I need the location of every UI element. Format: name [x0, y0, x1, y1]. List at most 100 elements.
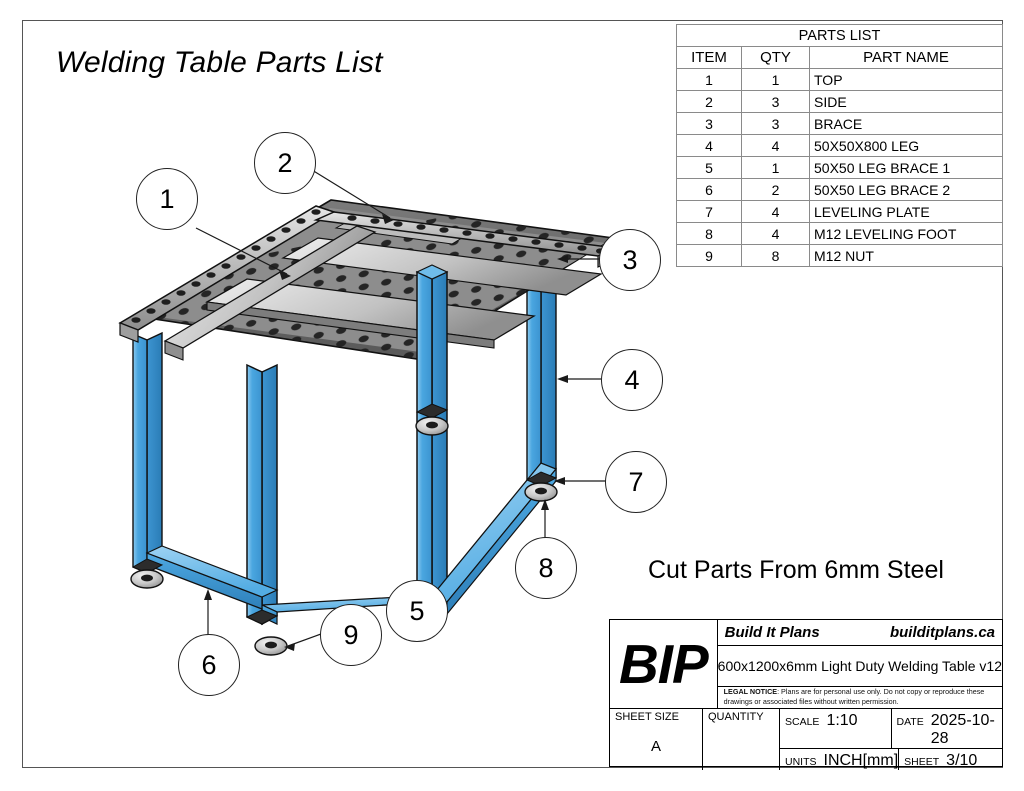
balloon-label: 9 [343, 619, 359, 650]
units-label: UNITS [785, 755, 817, 768]
company-name: Build It Plans [724, 624, 820, 641]
units-cell: UNITS INCH[mm] [780, 749, 898, 770]
legal-notice-label: LEGAL NOTICE [723, 687, 778, 696]
parts-list-title: PARTS LIST [676, 24, 1003, 47]
brand-row: Build It Plans builditplans.ca [717, 620, 1002, 646]
date-value: 2025-10-28 [930, 711, 995, 747]
parts-list-header-row: ITEM QTY PART NAME [676, 46, 1003, 69]
quantity-label: QUANTITY [708, 710, 764, 723]
cell-part-name: LEVELING PLATE [809, 200, 1003, 223]
drawing-description: 600x1200x6mm Light Duty Welding Table v1… [717, 646, 1002, 687]
leader-arrowheads [204, 214, 568, 651]
title-block-upper: BIP Build It Plans builditplans.ca 600x1… [610, 620, 1002, 709]
balloon-6[interactable]: 6 [178, 634, 240, 696]
scale-label: SCALE [785, 715, 820, 728]
cell-part-name: M12 NUT [809, 244, 1003, 267]
title-block: BIP Build It Plans builditplans.ca 600x1… [609, 619, 1003, 770]
logo-text: BIP [618, 632, 709, 695]
material-note: Cut Parts From 6mm Steel [648, 556, 944, 584]
title-block-right: Build It Plans builditplans.ca 600x1200x… [717, 620, 1002, 708]
cell-qty: 3 [741, 90, 810, 113]
sheet-value: 3/10 [946, 751, 978, 769]
legal-notice: LEGAL NOTICE: Plans are for personal use… [718, 687, 1002, 708]
cell-item: 2 [676, 90, 742, 113]
parts-list-table: PARTS LIST ITEM QTY PART NAME 1 1 TOP 2 … [676, 24, 1003, 267]
table-row: 4 4 50X50X800 LEG [676, 134, 1003, 157]
cell-part-name: BRACE [809, 112, 1003, 135]
cell-part-name: TOP [809, 68, 1003, 91]
cell-qty: 8 [741, 244, 810, 267]
table-row: 8 4 M12 LEVELING FOOT [676, 222, 1003, 245]
cell-part-name: 50X50 LEG BRACE 1 [809, 156, 1003, 179]
balloon-1[interactable]: 1 [136, 168, 198, 230]
quantity-value [703, 723, 779, 770]
cell-part-name: 50X50 LEG BRACE 2 [809, 178, 1003, 201]
cell-item: 9 [676, 244, 742, 267]
sheet-size-value: A [650, 737, 661, 755]
website-url[interactable]: builditplans.ca [889, 624, 995, 641]
parts-list-title-row: PARTS LIST [676, 24, 1003, 47]
table-row: 7 4 LEVELING PLATE [676, 200, 1003, 223]
scale-date-row: SCALE 1:10 DATE 2025-10-28 [780, 708, 1003, 749]
scale-value: 1:10 [826, 711, 858, 729]
cell-item: 6 [676, 178, 742, 201]
table-row: 1 1 TOP [676, 68, 1003, 91]
table-row: 3 3 BRACE [676, 112, 1003, 135]
table-row: 2 3 SIDE [676, 90, 1003, 113]
balloon-label: 6 [201, 649, 217, 680]
date-cell: DATE 2025-10-28 [890, 708, 1003, 748]
balloon-3[interactable]: 3 [599, 229, 661, 291]
balloon-2[interactable]: 2 [254, 132, 316, 194]
column-header-part-name: PART NAME [809, 46, 1003, 69]
leveling-feet [130, 403, 558, 656]
balloon-7[interactable]: 7 [605, 451, 667, 513]
table-row: 9 8 M12 NUT [676, 244, 1003, 267]
balloon-5[interactable]: 5 [386, 580, 448, 642]
units-sheet-row: UNITS INCH[mm] SHEET 3/10 [780, 748, 1002, 770]
page-title: Welding Table Parts List [56, 46, 383, 79]
leveling-foot [415, 403, 449, 436]
leveling-foot [524, 471, 558, 502]
date-label: DATE [896, 715, 924, 728]
cell-part-name: M12 LEVELING FOOT [809, 222, 1003, 245]
table-row: 5 1 50X50 LEG BRACE 1 [676, 156, 1003, 179]
cell-qty: 4 [741, 200, 810, 223]
cell-item: 3 [676, 112, 742, 135]
balloon-label: 1 [159, 183, 175, 214]
cell-qty: 4 [741, 134, 810, 157]
leveling-foot [245, 609, 288, 656]
title-block-lower: SHEET SIZE A QUANTITY SCALE 1:10 DATE 20… [610, 708, 1003, 770]
cell-item: 1 [676, 68, 742, 91]
leg-front-right [415, 264, 449, 606]
bip-logo: BIP [610, 620, 718, 708]
cell-qty: 1 [741, 68, 810, 91]
cell-item: 4 [676, 134, 742, 157]
scale-cell: SCALE 1:10 [780, 709, 891, 748]
cell-item: 5 [676, 156, 742, 179]
balloon-8[interactable]: 8 [515, 537, 577, 599]
cell-qty: 2 [741, 178, 810, 201]
cell-item: 8 [676, 222, 742, 245]
sheet-size-label: SHEET SIZE [615, 710, 679, 723]
legal-notice-text: : Plans are for personal use only. Do no… [723, 687, 985, 707]
cell-part-name: SIDE [809, 90, 1003, 113]
title-block-fields: SCALE 1:10 DATE 2025-10-28 UNITS INCH[mm… [780, 708, 1003, 770]
cell-qty: 4 [741, 222, 810, 245]
balloon-9[interactable]: 9 [320, 604, 382, 666]
balloon-label: 3 [622, 244, 638, 275]
leveling-foot [130, 558, 164, 589]
cell-qty: 3 [741, 112, 810, 135]
table-row: 6 2 50X50 LEG BRACE 2 [676, 178, 1003, 201]
cell-part-name: 50X50X800 LEG [809, 134, 1003, 157]
table-top-plate [118, 205, 619, 361]
drawing-frame [22, 20, 1003, 768]
cell-item: 7 [676, 200, 742, 223]
column-header-item: ITEM [676, 46, 742, 69]
quantity-cell: QUANTITY [703, 708, 780, 770]
balloon-label: 4 [624, 364, 640, 395]
balloon-4[interactable]: 4 [601, 349, 663, 411]
units-value: INCH[mm] [823, 751, 899, 769]
sheet-label: SHEET [904, 755, 940, 768]
